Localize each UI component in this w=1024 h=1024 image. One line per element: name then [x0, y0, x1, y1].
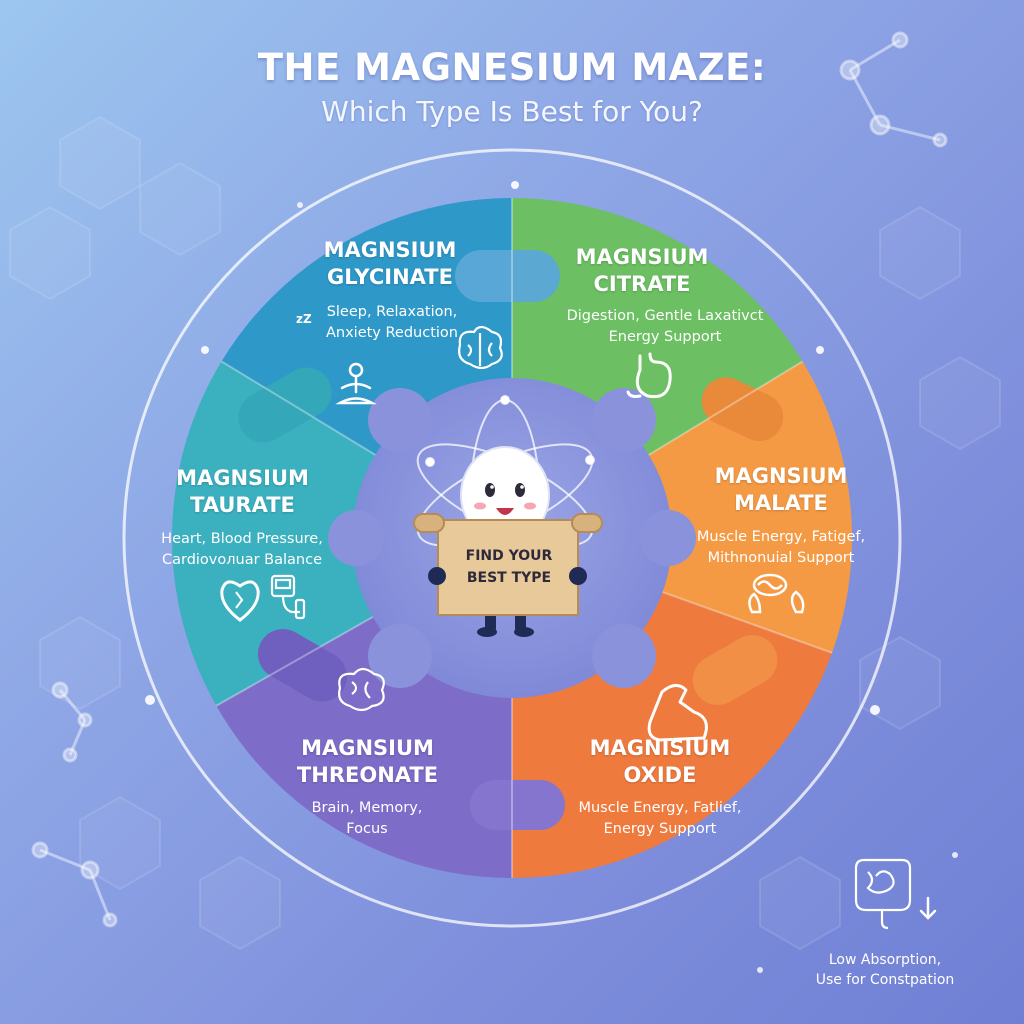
page-title: THE MAGNESIUM MAZE:: [257, 46, 767, 89]
moon-zzz-icon: zZ: [276, 303, 312, 337]
segment-threonate-title: MAGNSIUM THREONATE: [296, 736, 439, 787]
scroll-text: FIND YOUR BEST TYPE: [465, 548, 553, 586]
segment-taurate-title: MAGNSIUM TAURATE: [176, 466, 309, 517]
molecule-decoration: [31, 31, 948, 928]
segment-glycinate-title: MAGNSIUM GLYCINATE: [323, 238, 457, 289]
flexed-arm-icon: [647, 684, 708, 742]
blood-pressure-monitor-icon: [270, 574, 306, 620]
intestine-icon: [854, 858, 912, 930]
puzzle-knobs: [238, 250, 784, 830]
heart-icon: [220, 580, 260, 622]
meditation-icon: [335, 362, 377, 405]
outer-ring: [122, 148, 902, 928]
segment-glycinate-desc: Sleep, Relaxation, Anxiety Reduction: [325, 304, 458, 341]
stomach-icon: [626, 352, 672, 399]
segment-citrate-title: MAGNSIUM CITRATE: [575, 245, 709, 296]
segment-taurate-desc: Heart, Blood Pressure, Cardiovoлuar Bala…: [161, 531, 323, 568]
svg-text:zZ: zZ: [296, 312, 312, 326]
segment-oxide-title: MAGNISIUM OXIDE: [589, 736, 731, 787]
down-arrow-icon: [919, 896, 937, 920]
brain-icon-threonate: [338, 667, 385, 712]
segment-oxide-desc: Muscle Energy, Fatlief, Energy Support: [578, 800, 742, 837]
segment-citrate-desc: Digestion, Gentle Laxativct Energy Suppo…: [566, 308, 764, 345]
segment-threonate-desc: Brain, Memory, Focus: [311, 800, 423, 837]
segment-malate-title: MAGNSIUM MALATE: [714, 464, 848, 515]
scroll-banner-icon: [413, 513, 603, 616]
page-subtitle: Which Type Is Best for You?: [321, 95, 703, 128]
segment-malate[interactable]: [512, 352, 874, 660]
low-absorption-note: Low Absorption, Use for Constpation: [815, 952, 955, 988]
brain-icon: [458, 325, 503, 370]
header: THE MAGNESIUM MAZE: Which Type Is Best f…: [0, 46, 1024, 128]
segment-malate-desc: Muscle Energy, Fatigef, Mithnonuial Supp…: [696, 529, 866, 566]
mitochondria-icon: [748, 573, 805, 614]
